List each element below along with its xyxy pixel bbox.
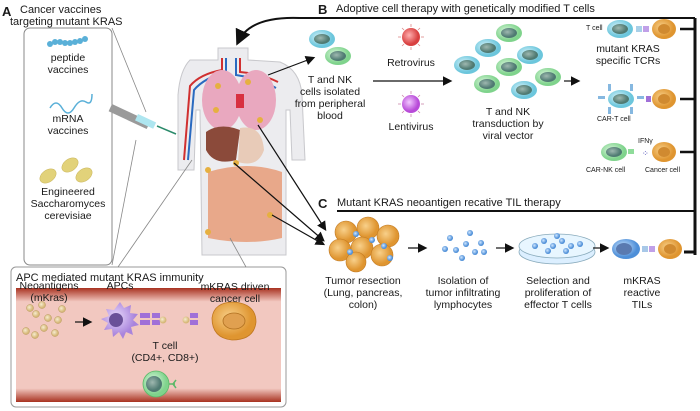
vaccine-box [23,27,113,266]
arrow [271,214,326,246]
apc-box-connector [229,237,247,268]
step-tumor-resection: Tumor resection(Lung, pancreas,colon) [323,275,403,311]
petri-dish-icon [518,233,596,265]
apc-box-title: APC mediated mutant KRAS immunity [16,272,204,284]
tumor-mass-icon [328,216,400,273]
isolated-lymphocytes-icon [442,230,487,261]
apc-cell-icon [101,302,139,339]
panel-a-subtitle: targeting mutant KRAS [10,16,123,28]
car-nk-cell-icon: ⁘ [601,142,676,162]
reactive-til-icon [612,239,682,259]
cancer-cell-label: Cancer cell [645,167,681,174]
panel-a-title: Cancer vaccines [20,4,102,16]
apcs-label: APCs [106,280,134,292]
lentivirus-icon [398,91,424,117]
panel-c-letter: C [318,196,328,211]
t-cell-label: T cell(CD4+, CD8+) [131,340,199,364]
tcr-t-cell-icon [607,19,676,39]
neoantigens-label: Neoantigens(mKras) [19,280,79,304]
panel-a-letter: A [2,4,12,19]
retrovirus-label: Retrovirus [387,57,435,69]
ifn-gamma-label: IFNγ [638,138,653,145]
car-nk-label: CAR-NK cell [586,167,626,174]
tcr-receptor-icon [182,313,198,325]
arrow [233,162,325,242]
mhc-receptor-icon [140,313,167,325]
lentivirus-label: Lentivirus [388,121,434,133]
peptide-chain-icon [47,36,88,47]
t-cell-small-label: T cell [586,25,603,32]
lung-right [236,70,276,130]
cancer-cell-icon [211,301,257,341]
car-t-cell-icon [598,84,676,114]
human-body-illustration [177,47,306,256]
retrovirus-icon [398,24,424,50]
neoantigen-beads [22,301,66,339]
t-cell-icon [142,370,177,398]
apc-box-connector [117,159,193,268]
arrow [267,56,316,76]
intestines [208,166,282,242]
liver [206,126,240,162]
lung-left [202,70,242,130]
arrow [257,124,327,232]
vaccine-box-connector [111,139,137,266]
transduced-cells-cluster [454,24,561,99]
yeast-cells-icon [39,157,93,184]
vaccine-box-connector [111,27,147,113]
car-t-label: CAR-T cell [597,116,631,123]
mrna-strand-icon [49,93,93,114]
stomach [238,127,264,164]
panel-b-title: Adoptive cell therapy with genetically m… [336,3,595,15]
isolated-cells-icon [309,30,351,65]
panel-b-letter: B [318,2,328,17]
svg-text:⁘: ⁘ [642,149,649,158]
syringe-icon [108,104,177,135]
panel-c-title: Mutant KRAS neoantigen recative TIL ther… [337,197,561,209]
return-arrow [235,16,301,46]
